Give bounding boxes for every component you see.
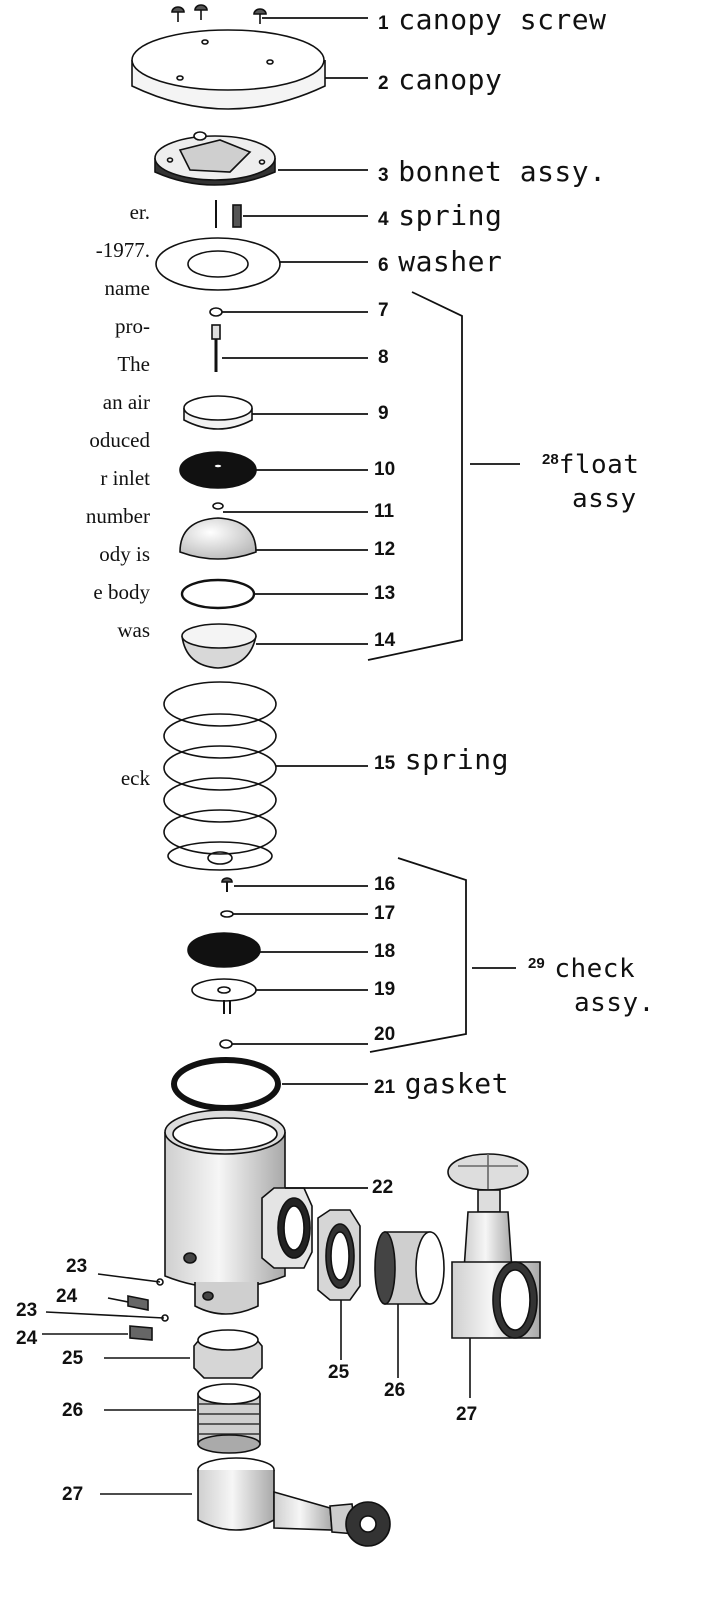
part-label-21: 21 gasket xyxy=(374,1070,509,1098)
assembly-name-line2: assy xyxy=(572,484,637,514)
part-number-27: 27 xyxy=(62,1484,84,1505)
part-number-23: 23 xyxy=(66,1256,88,1277)
check-disc xyxy=(187,932,261,968)
paragraph-line: The xyxy=(117,352,150,376)
part-number-17: 17 xyxy=(374,903,396,924)
part-number-11: 11 xyxy=(374,501,395,522)
part-number-24: 24 xyxy=(56,1286,78,1307)
part-number-23: 23 xyxy=(16,1300,38,1321)
assembly-name-line2: assy. xyxy=(574,988,655,1018)
part-number-18: 18 xyxy=(374,941,396,962)
part-number: 6 xyxy=(378,255,389,276)
canopy xyxy=(131,29,326,110)
part-number-25: 25 xyxy=(62,1348,84,1369)
part-number-14: 14 xyxy=(374,630,396,651)
part-number-27: 27 xyxy=(456,1404,478,1425)
paragraph-line: pro- xyxy=(115,314,150,338)
paragraph-line: ody is xyxy=(99,542,150,566)
part-number-24: 24 xyxy=(16,1328,38,1349)
bonnet-assembly xyxy=(154,131,276,186)
assembly-label-28: 28float xyxy=(542,452,639,478)
assembly-number: 28 xyxy=(542,451,559,468)
paragraph-line: an air xyxy=(102,390,150,414)
paragraph-line: r inlet xyxy=(100,466,150,490)
part-number: 1 xyxy=(378,13,389,34)
hex-bushing-bottom xyxy=(193,1329,263,1379)
paragraph-line: oduced xyxy=(89,428,150,452)
part-number-26: 26 xyxy=(384,1380,406,1401)
assembly-number: 29 xyxy=(528,955,545,972)
canopy-screws xyxy=(171,4,267,24)
part-number-20: 20 xyxy=(374,1024,396,1045)
part-number: 15 xyxy=(374,753,396,774)
part-number-12: 12 xyxy=(374,539,396,560)
part-number-25: 25 xyxy=(328,1362,350,1383)
part-number-16: 16 xyxy=(374,874,396,895)
paragraph-line: name xyxy=(104,276,150,300)
part-label-4: 4 spring xyxy=(378,202,502,230)
assembly-label-29: 29 check xyxy=(528,956,635,982)
main-spring xyxy=(163,681,277,871)
part-number-10: 10 xyxy=(374,459,396,480)
float-dome xyxy=(179,517,257,560)
float-o-ring xyxy=(180,578,256,610)
part-label-1: 1 canopy screw xyxy=(378,6,607,34)
part-number-7: 7 xyxy=(378,300,389,321)
paragraph-line: -1977. xyxy=(95,238,150,262)
float-disc xyxy=(179,451,257,489)
gasket xyxy=(171,1057,281,1111)
valve-body xyxy=(164,1109,313,1315)
assembly-name: float xyxy=(558,450,640,480)
paragraph-line: eck xyxy=(120,766,150,790)
paragraph-line: e body xyxy=(93,580,150,604)
part-name: canopy screw xyxy=(398,3,607,36)
paragraph-line: number xyxy=(85,504,150,528)
part-name: washer xyxy=(398,245,503,278)
part-name: spring xyxy=(404,743,509,776)
part-label-6: 6 washer xyxy=(378,248,502,276)
washer xyxy=(155,237,281,291)
part-number: 3 xyxy=(378,165,389,186)
part-label-2: 2 canopy xyxy=(378,66,502,94)
part-number: 2 xyxy=(378,73,389,94)
part-label-3: 3 bonnet assy. xyxy=(378,158,607,186)
part-number: 21 xyxy=(374,1077,396,1098)
part-number-8: 8 xyxy=(378,347,389,368)
part-name: bonnet assy. xyxy=(398,155,607,188)
assembly-name: check xyxy=(554,954,636,984)
part-number: 4 xyxy=(378,209,389,230)
part-name: gasket xyxy=(404,1067,509,1100)
part-number-13: 13 xyxy=(374,583,396,604)
part-number-9: 9 xyxy=(378,403,389,424)
gate-valve-bottom xyxy=(197,1457,391,1547)
float-cap xyxy=(183,395,253,430)
part-number-26: 26 xyxy=(62,1400,84,1421)
paragraph-line: er. xyxy=(129,200,150,224)
hex-bushing-side xyxy=(317,1209,361,1301)
nipple-bottom xyxy=(197,1383,261,1454)
part-name: canopy xyxy=(398,63,503,96)
part-name: spring xyxy=(398,199,503,232)
part-number-19: 19 xyxy=(374,979,396,1000)
part-number-22: 22 xyxy=(372,1177,394,1198)
nipple-side xyxy=(374,1231,445,1305)
gate-valve-side xyxy=(447,1153,541,1339)
part-label-15: 15 spring xyxy=(374,746,509,774)
check-plate xyxy=(191,978,257,1002)
paragraph-line: was xyxy=(117,618,150,642)
